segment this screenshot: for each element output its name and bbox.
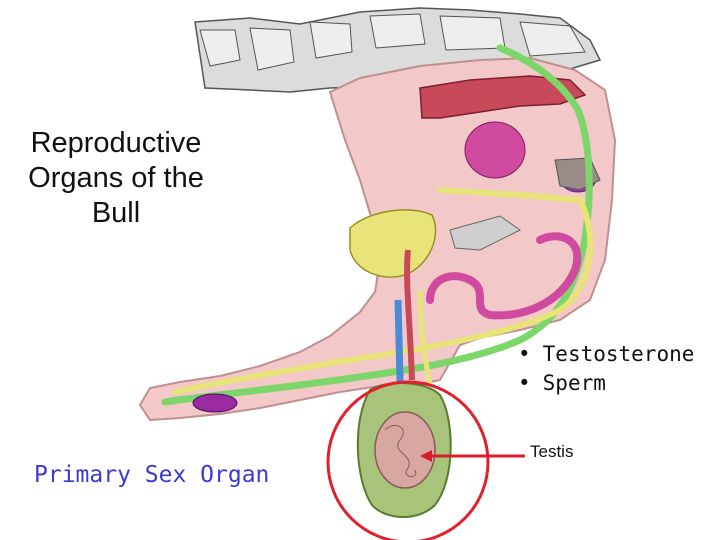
red-vessel bbox=[404, 249, 415, 381]
bladder bbox=[349, 209, 437, 278]
glans bbox=[192, 393, 238, 413]
primary-sex-organ-label: Primary Sex Organ bbox=[34, 462, 270, 488]
spine-vertebrae bbox=[194, 7, 602, 93]
testis-label: Testis bbox=[530, 442, 574, 461]
bullet-item: Testosterone bbox=[518, 340, 695, 369]
vesicular-gland bbox=[464, 121, 526, 179]
rectum bbox=[419, 75, 587, 119]
diagram-title: Reproductive Organs of the Bull bbox=[0, 118, 232, 241]
title-line-1: Reproductive bbox=[30, 127, 202, 159]
bullet-item: Sperm bbox=[518, 369, 694, 398]
red-arrow-icon bbox=[420, 450, 525, 462]
testis bbox=[374, 411, 436, 489]
red-circle-outline bbox=[326, 380, 490, 540]
sigmoid-flexure bbox=[426, 232, 582, 320]
yellow-tract bbox=[172, 187, 594, 395]
title-line-3: Bull bbox=[91, 197, 141, 229]
title-line-2: Organs of the bbox=[28, 162, 204, 194]
prostate bbox=[449, 215, 521, 251]
function-list: Testosterone Sperm bbox=[518, 340, 695, 398]
